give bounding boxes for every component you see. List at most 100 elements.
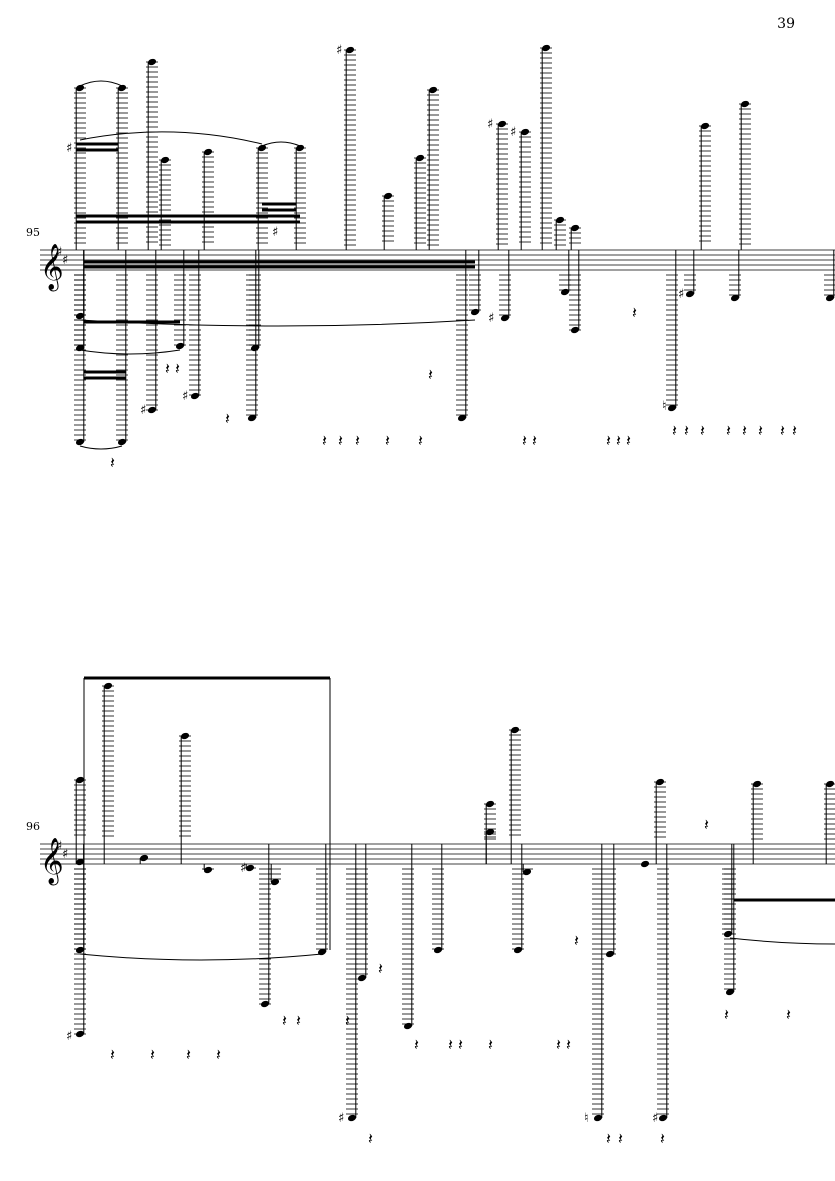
notehead-icon: [497, 120, 507, 128]
notehead-icon: [75, 858, 85, 866]
notehead-icon: [570, 326, 580, 334]
quarter-rest-icon: 𝄽: [488, 1035, 493, 1054]
notehead-icon: [250, 344, 260, 352]
notehead-icon: [160, 156, 170, 164]
slur: [79, 445, 123, 450]
notehead-icon: [317, 948, 327, 956]
notehead-icon: [245, 864, 255, 872]
notehead-icon: [139, 854, 149, 862]
slur: [79, 349, 181, 355]
quarter-rest-icon: 𝄽: [282, 1011, 287, 1030]
quarter-rest-icon: 𝄽: [532, 431, 537, 450]
notehead-icon: [667, 404, 677, 412]
quarter-rest-icon: 𝄽: [704, 815, 709, 834]
notehead-icon: [457, 414, 467, 422]
treble-clef-icon: 𝄞: [40, 838, 64, 886]
quarter-rest-icon: 𝄽: [165, 359, 170, 378]
notehead-icon: [270, 878, 280, 886]
measure-number-96: 96: [26, 820, 40, 833]
system-1: 𝄞♯♯♯♯♯♯♯♯♯♯♯♮𝄽𝄽𝄽𝄽𝄽𝄽𝄽𝄽𝄽𝄽𝄽𝄽𝄽𝄽𝄽𝄽𝄽𝄽𝄽𝄽𝄽𝄽𝄽𝄽: [40, 43, 835, 472]
notehead-icon: [203, 148, 213, 156]
notehead-icon: [605, 950, 615, 958]
notehead-icon: [725, 988, 735, 996]
quarter-rest-icon: 𝄽: [726, 421, 731, 440]
notehead-icon: [485, 828, 495, 836]
notehead-icon: [247, 414, 257, 422]
notehead-icon: [383, 192, 393, 200]
quarter-rest-icon: 𝄽: [522, 431, 527, 450]
quarter-rest-icon: 𝄽: [556, 1035, 561, 1054]
notehead-icon: [117, 438, 127, 446]
quarter-rest-icon: 𝄽: [626, 431, 631, 450]
notehead-icon: [485, 800, 495, 808]
notehead-icon: [658, 1114, 668, 1122]
notehead-icon: [700, 122, 710, 130]
notehead-icon: [75, 946, 85, 954]
sharp-icon: ♯: [66, 141, 72, 156]
quarter-rest-icon: 𝄽: [684, 421, 689, 440]
notehead-icon: [295, 144, 305, 152]
sharp-icon: ♯: [56, 245, 62, 260]
quarter-rest-icon: 𝄽: [606, 1129, 611, 1148]
quarter-rest-icon: 𝄽: [418, 431, 423, 450]
quarter-rest-icon: 𝄽: [110, 1045, 115, 1064]
slur: [79, 319, 476, 327]
sharp-icon: ♯: [62, 253, 68, 268]
sharp-icon: ♯: [338, 1111, 344, 1126]
measure-number-95: 95: [26, 226, 40, 239]
notehead-icon: [752, 780, 762, 788]
quarter-rest-icon: 𝄽: [225, 409, 230, 428]
notehead-icon: [433, 946, 443, 954]
sharp-icon: ♯: [66, 1029, 72, 1044]
notehead-icon: [730, 294, 740, 302]
notehead-icon: [75, 776, 85, 784]
quarter-rest-icon: 𝄽: [618, 1129, 623, 1148]
quarter-rest-icon: 𝄽: [296, 1011, 301, 1030]
quarter-rest-icon: 𝄽: [700, 421, 705, 440]
quarter-rest-icon: 𝄽: [724, 1005, 729, 1024]
quarter-rest-icon: 𝄽: [150, 1045, 155, 1064]
notehead-icon: [180, 732, 190, 740]
notehead-icon: [560, 288, 570, 296]
quarter-rest-icon: 𝄽: [448, 1035, 453, 1054]
notehead-icon: [190, 392, 200, 400]
sharp-icon: ♯: [652, 1111, 658, 1126]
notehead-icon: [75, 438, 85, 446]
notehead-icon: [75, 312, 85, 320]
quarter-rest-icon: 𝄽: [338, 431, 343, 450]
notehead-icon: [347, 1114, 357, 1122]
notehead-icon: [428, 86, 438, 94]
notehead-icon: [345, 46, 355, 54]
notehead-icon: [513, 946, 523, 954]
notehead-icon: [257, 144, 267, 152]
page-number: 39: [777, 16, 795, 32]
slur: [261, 141, 301, 147]
sharp-icon: ♯: [510, 125, 516, 140]
notehead-icon: [175, 342, 185, 350]
slur: [729, 937, 835, 945]
notehead-icon: [541, 44, 551, 52]
notehead-icon: [640, 860, 650, 868]
notehead-icon: [147, 58, 157, 66]
quarter-rest-icon: 𝄽: [758, 421, 763, 440]
quarter-rest-icon: 𝄽: [786, 1005, 791, 1024]
quarter-rest-icon: 𝄽: [186, 1045, 191, 1064]
slur: [79, 131, 263, 145]
notehead-icon: [825, 294, 835, 302]
sharp-icon: ♯: [56, 839, 62, 854]
sharp-icon: ♯: [240, 861, 246, 876]
notehead-icon: [357, 974, 367, 982]
quarter-rest-icon: 𝄽: [780, 421, 785, 440]
natural-icon: ♮: [584, 1111, 589, 1126]
sharp-icon: ♯: [272, 225, 278, 240]
quarter-rest-icon: 𝄽: [632, 303, 637, 322]
notehead-icon: [685, 290, 695, 298]
quarter-rest-icon: 𝄽: [216, 1045, 221, 1064]
sharp-icon: ♯: [140, 403, 146, 418]
quarter-rest-icon: 𝄽: [672, 421, 677, 440]
quarter-rest-icon: 𝄽: [322, 431, 327, 450]
notehead-icon: [825, 780, 835, 788]
sharp-icon: ♯: [678, 287, 684, 302]
quarter-rest-icon: 𝄽: [616, 431, 621, 450]
